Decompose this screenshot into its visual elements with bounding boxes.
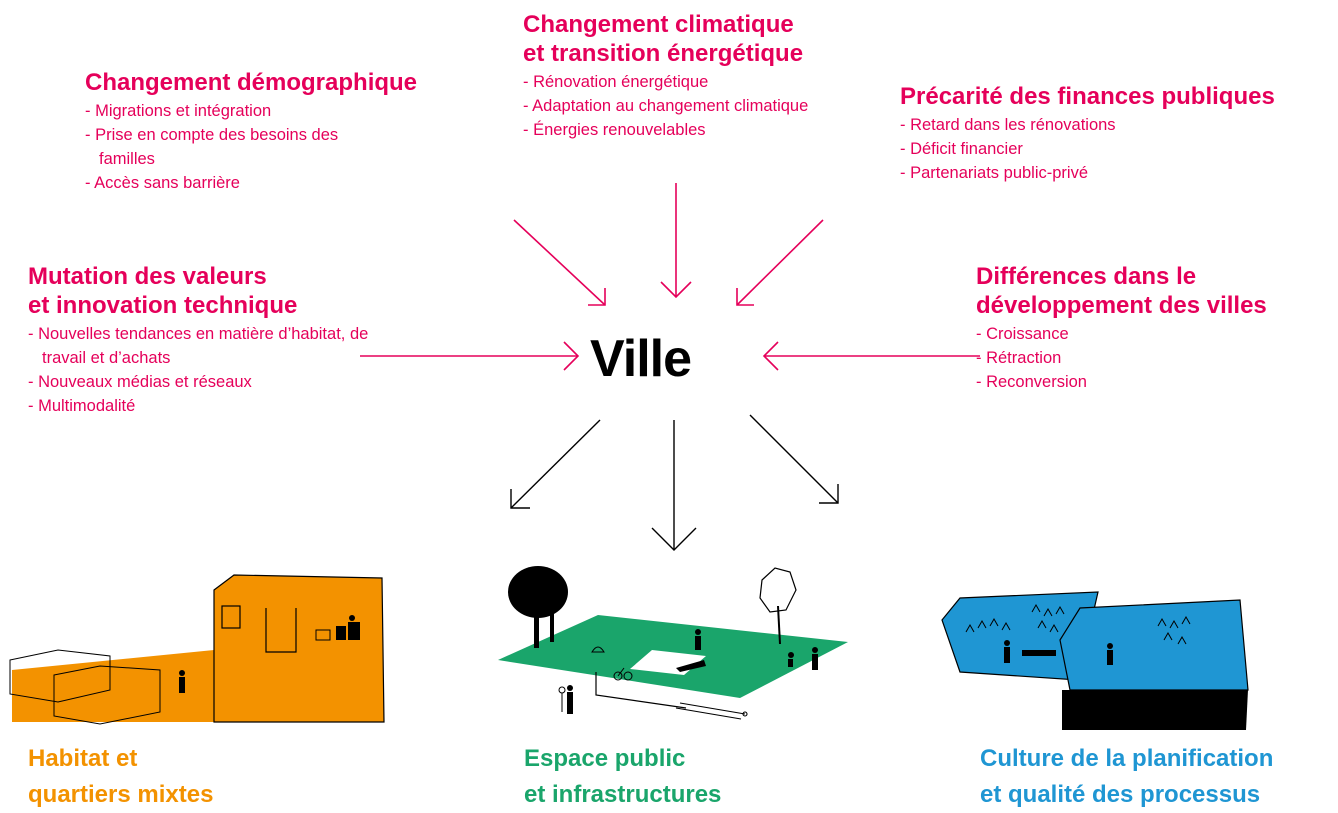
list-item: Reconversion xyxy=(976,370,1326,394)
title-line: Culture de la planification xyxy=(980,745,1274,772)
audience-icon xyxy=(965,603,1191,645)
public-space-illustration xyxy=(498,566,848,720)
person-icon xyxy=(179,670,185,693)
list-item: Énergies renouvelables xyxy=(523,118,813,142)
planning-illustration xyxy=(941,591,1249,730)
title-line: et qualité des processus xyxy=(980,781,1261,808)
stairs-icon xyxy=(676,660,706,672)
influence-climate-title: Changement climatique et transition éner… xyxy=(523,10,883,68)
table-icon xyxy=(1022,650,1056,656)
title-line: quartiers mixtes xyxy=(28,781,214,808)
influence-climate: Changement climatique et transition éner… xyxy=(523,10,883,142)
outcome-habitat-label: Habitat et quartiers mixtes xyxy=(28,741,213,813)
list-item: Multimodalité xyxy=(28,394,373,418)
influence-development: Différences dans le développement des vi… xyxy=(976,262,1326,394)
tree-outline-icon xyxy=(759,567,797,645)
arrow-in-left xyxy=(360,341,580,371)
influence-finance-title: Précarité des finances publiques xyxy=(900,82,1332,111)
list-item: Partenariats public-privé xyxy=(900,161,1332,185)
arrow-in-top-right xyxy=(736,219,824,306)
influence-values-title: Mutation des valeurs et innovation techn… xyxy=(28,262,373,320)
person-icon xyxy=(695,629,701,650)
influence-finance: Précarité des finances publiques Retard … xyxy=(900,82,1332,185)
list-item: Migrations et intégration xyxy=(85,99,385,123)
tree-icon xyxy=(508,566,568,648)
center-label: Ville xyxy=(590,330,692,388)
title-line: Mutation des valeurs xyxy=(28,263,267,290)
person-icon xyxy=(788,652,794,667)
arrow-out-right xyxy=(749,414,839,504)
influence-development-title: Différences dans le développement des vi… xyxy=(976,262,1326,320)
bicycle-icon xyxy=(613,667,633,681)
workspace-icon xyxy=(315,615,360,641)
list-item: Rétraction xyxy=(976,346,1326,370)
person-icon xyxy=(1004,640,1010,663)
stroller-icon xyxy=(591,646,605,653)
outcome-planning-label: Culture de la planification et qualité d… xyxy=(980,741,1273,813)
influence-climate-items: Rénovation énergétique Adaptation au cha… xyxy=(523,70,813,142)
influence-values-items: Nouvelles tendances en matière d’habitat… xyxy=(28,322,373,418)
influence-values: Mutation des valeurs et innovation techn… xyxy=(28,262,373,418)
title-line: Habitat et xyxy=(28,745,138,772)
list-item: Rénovation énergétique xyxy=(523,70,813,94)
list-item: Croissance xyxy=(976,322,1326,346)
list-item: Retard dans les rénovations xyxy=(900,113,1332,137)
influence-development-items: Croissance Rétraction Reconversion xyxy=(976,322,1326,394)
title-line: et innovation technique xyxy=(28,292,298,319)
list-item: Accès sans barrière xyxy=(85,171,385,195)
title-line: et transition énergétique xyxy=(523,40,804,67)
arrow-in-right xyxy=(762,341,980,371)
outcome-public-space-label: Espace public et infrastructures xyxy=(524,741,721,813)
list-item: Adaptation au changement climatique xyxy=(523,94,813,118)
list-item: Nouveaux médias et réseaux xyxy=(28,370,373,394)
title-line: Changement climatique xyxy=(523,11,794,38)
habitat-illustration xyxy=(9,574,385,725)
influence-finance-items: Retard dans les rénovations Déficit fina… xyxy=(900,113,1332,185)
incoming-arrows xyxy=(360,183,980,371)
person-icon xyxy=(1107,643,1113,665)
arrow-out-center xyxy=(651,420,697,551)
arrow-in-top-left xyxy=(513,219,606,306)
person-icon xyxy=(812,647,818,670)
title-line: Différences dans le xyxy=(976,263,1197,290)
person-icon xyxy=(558,685,573,714)
title-line: développement des villes xyxy=(976,292,1267,319)
title-line: et infrastructures xyxy=(524,781,722,808)
influence-demographic: Changement démographique Migrations et i… xyxy=(85,68,465,195)
outgoing-arrows xyxy=(510,414,839,551)
title-line: Changement démographique xyxy=(85,69,418,96)
title-line: Espace public xyxy=(524,745,686,772)
arrow-in-top xyxy=(660,183,692,299)
pipes-icon xyxy=(675,702,748,720)
influence-demographic-items: Migrations et intégration Prise en compt… xyxy=(85,99,385,195)
influence-demographic-title: Changement démographique xyxy=(85,68,465,97)
list-item: Prise en compte des besoins des familles xyxy=(85,123,385,171)
list-item: Déficit financier xyxy=(900,137,1332,161)
arrow-out-left xyxy=(510,419,601,509)
title-line: Précarité des finances publiques xyxy=(900,83,1275,110)
list-item: Nouvelles tendances en matière d’habitat… xyxy=(28,322,373,370)
